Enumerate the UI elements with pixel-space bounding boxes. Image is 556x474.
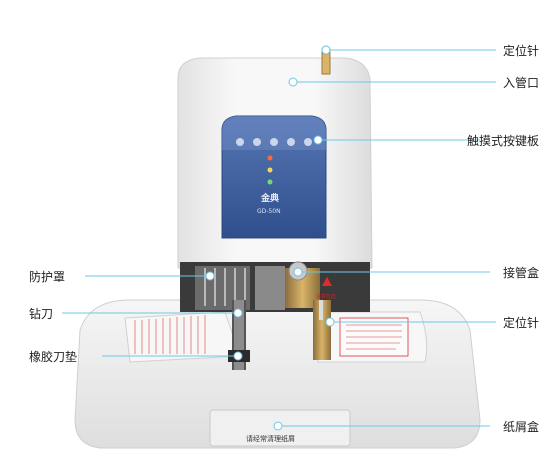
callout-positioning-pin-side: 定位针	[503, 316, 540, 330]
warning-small-text: 注意危险	[316, 294, 337, 300]
ruler-marks	[134, 315, 206, 354]
callout-drill-bit: 钻刀	[29, 307, 54, 321]
callout-tube-inlet: 入管口	[503, 76, 540, 90]
callout-protective-cover: 防护罩	[29, 270, 66, 284]
callout-touch-keypad: 触摸式按键板	[467, 134, 540, 148]
callout-tube-box: 接管盒	[503, 266, 540, 280]
model-text: GD-50N	[257, 208, 281, 215]
callout-positioning-pin-top: 定位针	[503, 44, 540, 58]
callout-rubber-pad: 橡胶刀垫	[29, 350, 78, 364]
panel-buttons	[236, 138, 312, 146]
brand-logo-text: 金典	[261, 194, 280, 204]
callout-scrap-box: 纸屑盒	[503, 420, 540, 434]
leader-dots	[205, 45, 335, 431]
leader-lines	[62, 49, 496, 427]
drawer-label: 请经常清理纸屑	[246, 435, 295, 443]
